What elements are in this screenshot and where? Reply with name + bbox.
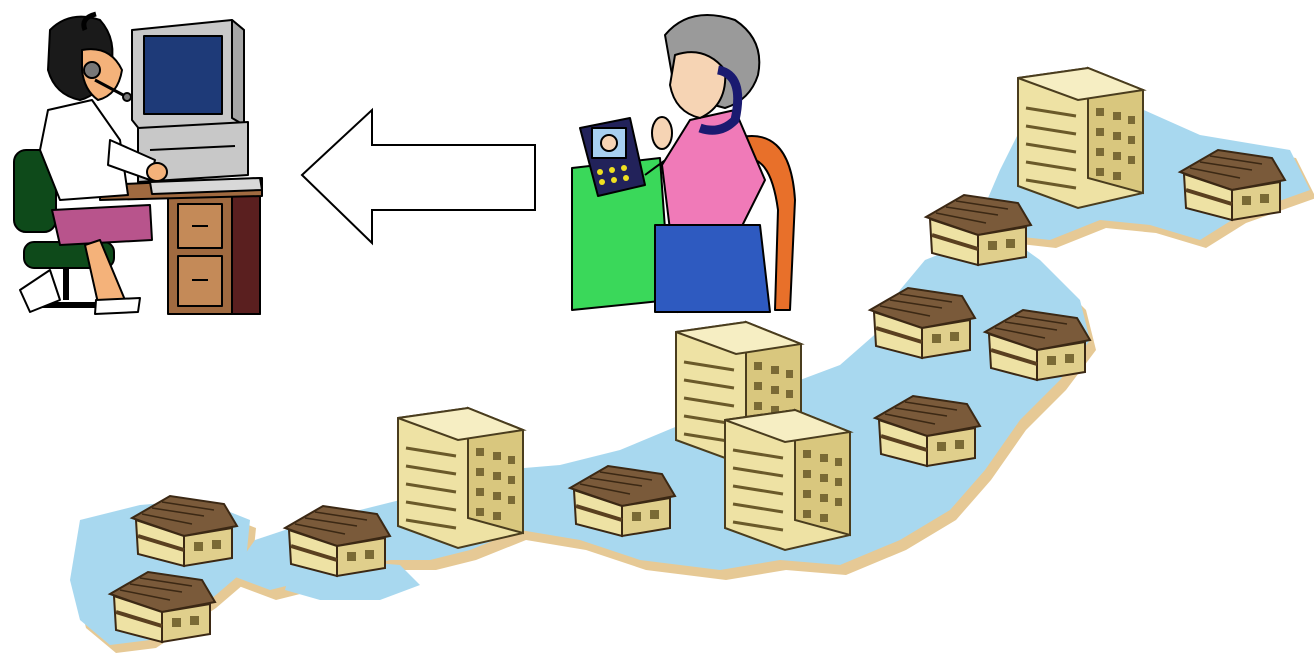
house-icon — [285, 506, 390, 576]
left-arrow-icon — [302, 110, 535, 243]
call-center-operator-icon — [14, 14, 262, 314]
elderly-woman-videophone-icon — [572, 15, 795, 312]
house-icon — [870, 288, 975, 358]
apartment-building-icon — [725, 410, 850, 550]
apartment-building-icon — [1018, 68, 1143, 208]
house-icon — [926, 195, 1031, 265]
apartment-building-icon — [398, 408, 523, 548]
